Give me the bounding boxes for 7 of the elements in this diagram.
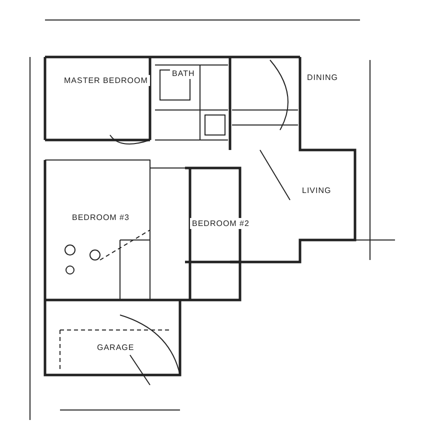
room-label: BEDROOM #3 [70, 212, 132, 223]
room-label: GARAGE [95, 342, 136, 353]
room-label: BATH [170, 68, 197, 79]
room-label: LIVING [300, 185, 334, 196]
room-label: DINING [305, 72, 340, 83]
room-label: MASTER BEDROOM [62, 75, 150, 86]
room-label: BEDROOM #2 [190, 218, 252, 229]
